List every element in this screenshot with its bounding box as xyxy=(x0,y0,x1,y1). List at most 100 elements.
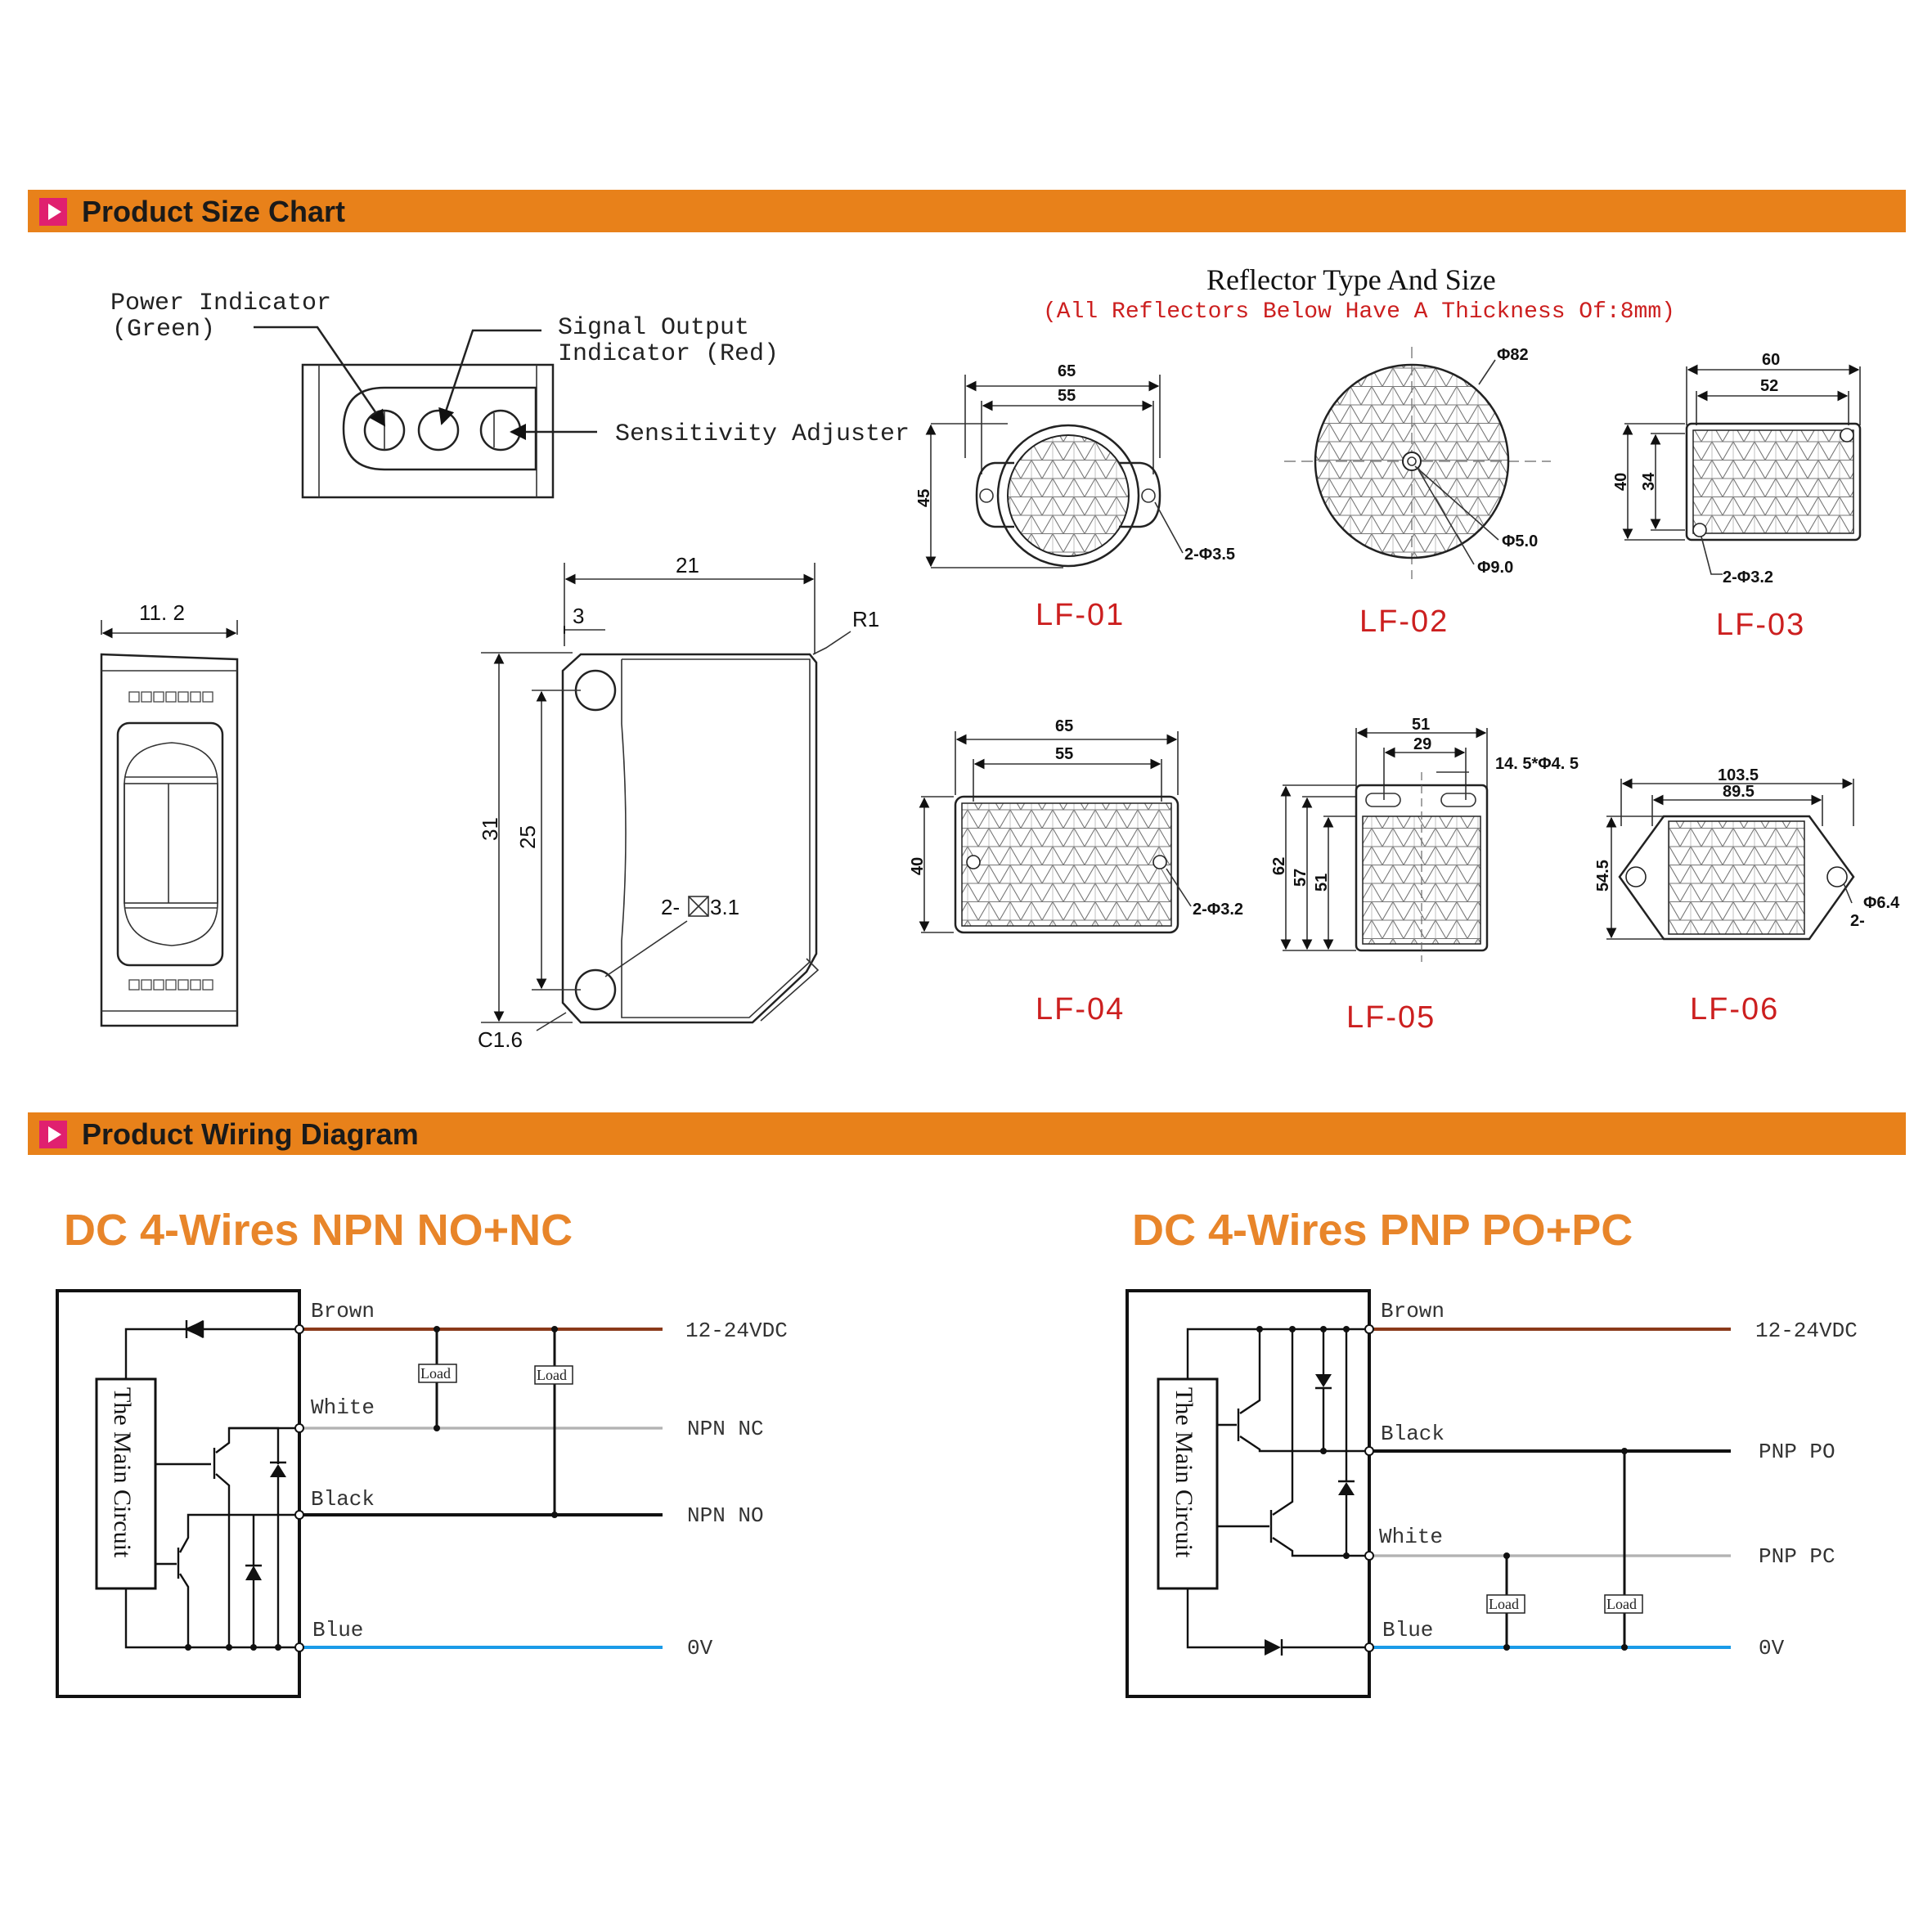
lf04-model: LF-04 xyxy=(1036,992,1125,1027)
lf06-hole: Φ6.4 xyxy=(1863,894,1900,912)
pnp-diode-po xyxy=(1315,1374,1332,1387)
pnp-black-label: Black xyxy=(1381,1422,1445,1446)
npn-black-label: Black xyxy=(311,1487,375,1512)
lf05-slot: 14. 5*Φ4. 5 xyxy=(1495,755,1579,773)
power-indicator-sub: (Green) xyxy=(112,316,215,344)
npn-main-circuit-label: The Main Circuit xyxy=(109,1387,136,1558)
lf06-model: LF-06 xyxy=(1690,992,1779,1027)
svg-text:Load: Load xyxy=(1489,1596,1519,1612)
npn-brown-label: Brown xyxy=(311,1299,375,1323)
front-height-dim: 31 xyxy=(478,817,502,841)
pnp-pc-label: PNP PC xyxy=(1759,1544,1835,1569)
lf06-outer-width: 103.5 xyxy=(1718,766,1759,784)
size-chart-header: Product Size Chart xyxy=(28,190,1906,232)
reflector-title: Reflector Type And Size xyxy=(1206,263,1496,296)
square-symbol-icon xyxy=(688,896,709,917)
lf05-height-3: 51 xyxy=(1313,874,1331,892)
play-arrow-icon xyxy=(48,1126,61,1143)
lf01-height: 45 xyxy=(915,489,933,507)
lf01-model: LF-01 xyxy=(1036,598,1125,632)
lf04-inner-width: 55 xyxy=(1055,745,1073,763)
npn-load-nc xyxy=(418,1364,457,1383)
lf05-outer-width: 51 xyxy=(1412,716,1430,734)
lf02-hole-inner: Φ5.0 xyxy=(1502,532,1538,550)
lf01-outer-width: 65 xyxy=(1058,362,1076,380)
sensitivity-adjuster-label: Sensitivity Adjuster xyxy=(615,420,910,448)
reflector-lf-06: 103.5 89.5 54.5 Φ6.4 2- LF-06 xyxy=(1594,766,1900,1027)
npn-diode-no xyxy=(245,1566,262,1580)
mount-hole-bottom xyxy=(574,968,617,1011)
pnp-po-label: PNP PO xyxy=(1759,1440,1835,1464)
npn-blue-label: Blue xyxy=(312,1618,363,1642)
lf01-inner-width: 55 xyxy=(1058,387,1076,405)
npn-0v-label: 0V xyxy=(687,1636,713,1660)
lf03-inner-width: 52 xyxy=(1760,377,1778,395)
pnp-brown-label: Brown xyxy=(1381,1299,1445,1323)
holes-size-dim: 3.1 xyxy=(710,895,739,919)
npn-sensor-box xyxy=(56,1289,301,1698)
signal-indicator-label: Signal Output xyxy=(558,314,749,342)
lf03-outer-width: 60 xyxy=(1762,351,1780,369)
pnp-white-label: White xyxy=(1379,1525,1443,1549)
hole-spacing-dim: 25 xyxy=(515,825,540,849)
lf02-diameter: Φ82 xyxy=(1497,346,1529,364)
reflector-lf-03: 60 52 40 34 2-Φ3.2 LF-03 xyxy=(1612,351,1862,642)
sensor-side-view: 11. 2 xyxy=(100,600,239,1027)
pnp-sensor-box xyxy=(1126,1289,1371,1698)
reflector-lf-01: 65 55 45 2-Φ3.5 LF-01 xyxy=(915,362,1235,632)
svg-text:Load: Load xyxy=(1606,1596,1637,1612)
side-width-dim: 11. 2 xyxy=(139,600,185,625)
pnp-title: DC 4-Wires PNP PO+PC xyxy=(1132,1206,1633,1255)
play-arrow-icon xyxy=(48,204,61,220)
pnp-diode-pc xyxy=(1338,1482,1355,1495)
pnp-wiring-diagram: DC 4-Wires PNP PO+PC Brown Black White B… xyxy=(1126,1206,1858,1698)
lf05-height-1: 62 xyxy=(1270,857,1288,875)
wiring-header: Product Wiring Diagram xyxy=(28,1112,1906,1155)
npn-no-label: NPN NO xyxy=(687,1503,764,1528)
signal-indicator-sub: Indicator (Red) xyxy=(558,340,779,368)
lens-frame xyxy=(116,721,224,967)
npn-diode-supply xyxy=(186,1320,203,1338)
wiring-title: Product Wiring Diagram xyxy=(82,1117,419,1151)
lf05-model: LF-05 xyxy=(1346,1000,1436,1035)
hole-offset-dim: 3 xyxy=(573,604,584,628)
pnp-load-pc xyxy=(1486,1594,1525,1614)
reflector-lf-05: 51 29 14. 5*Φ4. 5 62 57 51 LF-05 xyxy=(1270,716,1579,1035)
lf06-inner-width: 89.5 xyxy=(1723,783,1755,801)
signal-indicator-led xyxy=(417,409,460,452)
lf03-inner-height: 34 xyxy=(1640,472,1658,491)
lf03-outer-height: 40 xyxy=(1612,473,1630,491)
holes-dim: 2- xyxy=(661,895,680,919)
size-chart-title: Product Size Chart xyxy=(82,195,345,228)
npn-load-no xyxy=(534,1365,573,1385)
lf02-model: LF-02 xyxy=(1359,604,1449,639)
lf02-hole-outer: Φ9.0 xyxy=(1477,559,1513,577)
pnp-diode-blue xyxy=(1265,1639,1281,1656)
lf03-holes: 2-Φ3.2 xyxy=(1723,568,1773,586)
pnp-supply-label: 12-24VDC xyxy=(1755,1319,1858,1343)
reflector-lf-02: Φ82 Φ5.0 Φ9.0 LF-02 xyxy=(1284,346,1551,639)
lf04-outer-width: 65 xyxy=(1055,717,1073,735)
pnp-load-po xyxy=(1604,1594,1643,1614)
reflector-note: (All Reflectors Below Have A Thickness O… xyxy=(1043,299,1675,325)
front-width-dim: 21 xyxy=(676,553,699,577)
pnp-main-circuit-label: The Main Circuit xyxy=(1170,1387,1197,1558)
pnp-0v-label: 0V xyxy=(1759,1636,1785,1660)
power-indicator-label: Power Indicator xyxy=(110,290,331,317)
svg-text:Load: Load xyxy=(420,1365,451,1382)
lf05-inner-width: 29 xyxy=(1413,735,1431,753)
radius-dim: R1 xyxy=(852,607,879,631)
pnp-blue-label: Blue xyxy=(1382,1618,1433,1642)
svg-text:Load: Load xyxy=(537,1367,567,1383)
pnp-main-circuit xyxy=(1157,1377,1219,1590)
sensor-top-view: Power Indicator (Green) Signal Output In… xyxy=(110,290,910,499)
header-bar xyxy=(28,190,1906,232)
sensitivity-knob[interactable] xyxy=(479,409,522,452)
reflector-lf-04: 65 55 40 2-Φ3.2 LF-04 xyxy=(909,717,1243,1027)
lf04-height: 40 xyxy=(909,857,927,875)
lf04-holes: 2-Φ3.2 xyxy=(1193,901,1243,919)
sensor-front-view: 21 3 R1 31 25 2- 3.1 C1.6 xyxy=(478,553,879,1052)
lf05-height-2: 57 xyxy=(1292,869,1310,887)
npn-supply-label: 12-24VDC xyxy=(685,1319,788,1343)
